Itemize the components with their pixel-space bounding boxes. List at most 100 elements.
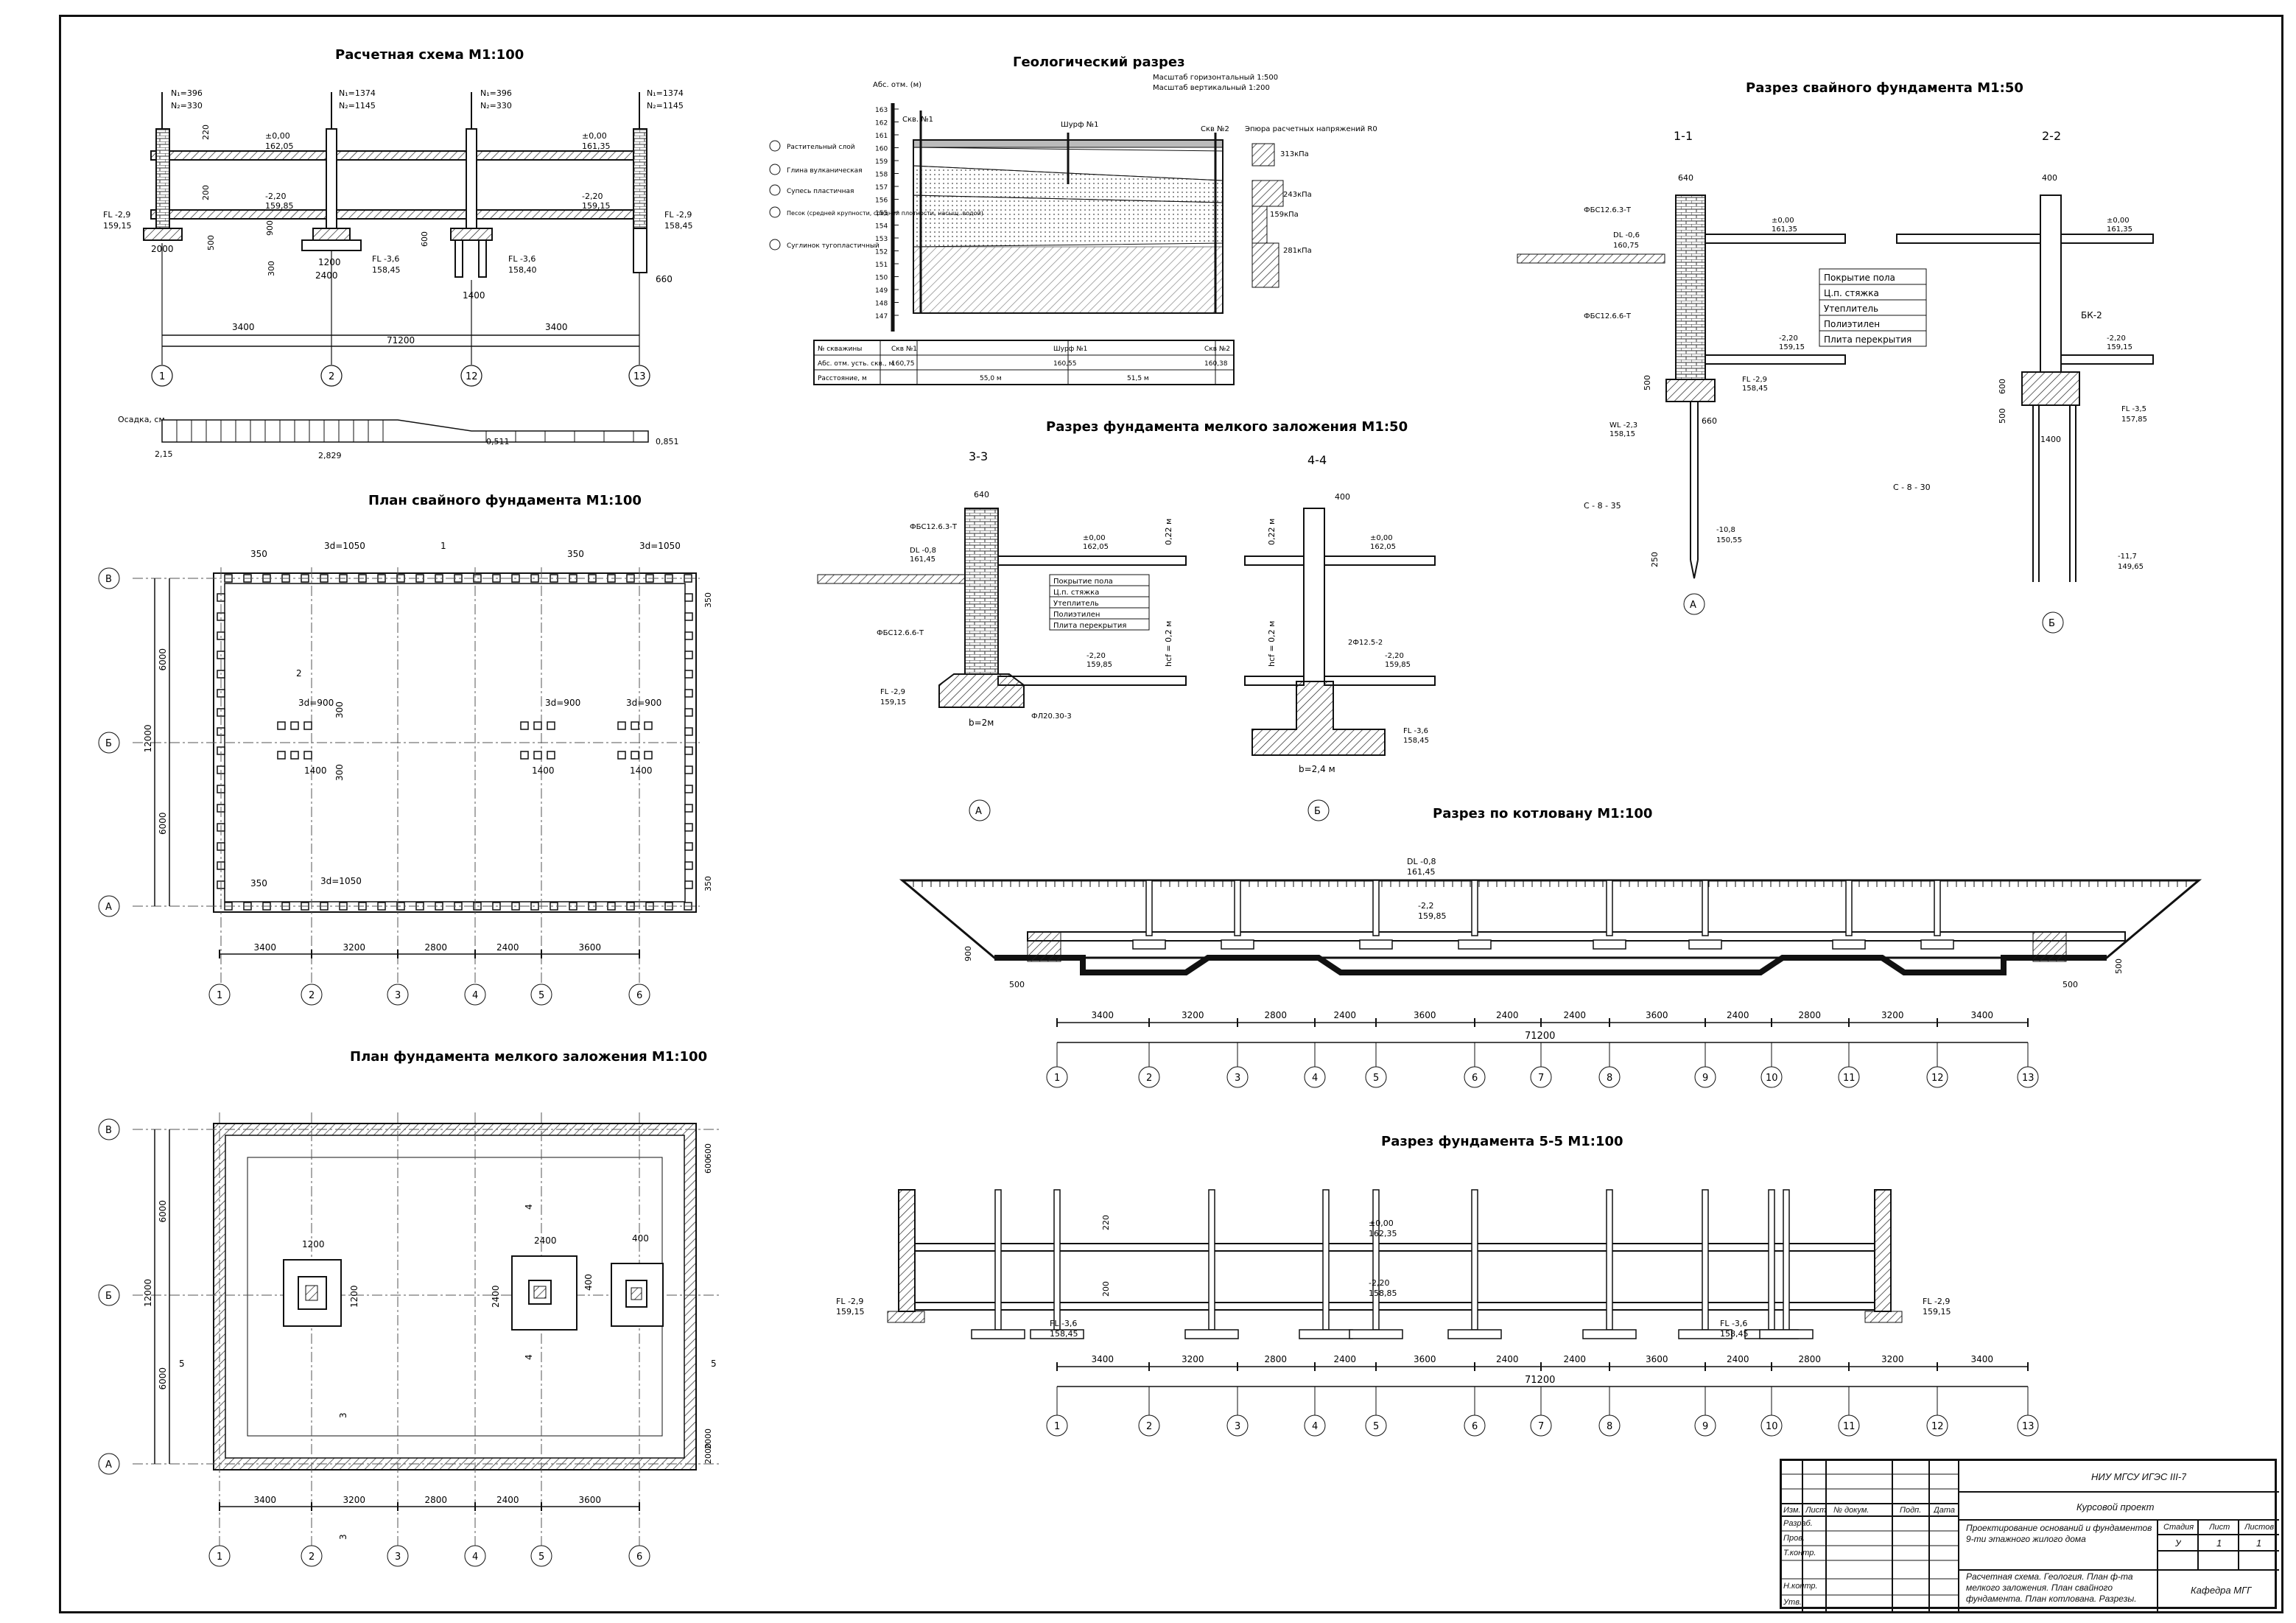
pile-11-label: ФБС12.6.6-Т [1584,312,1632,320]
axis-marker [208,1545,231,1567]
s55-pad [1447,1329,1502,1339]
dim-value: 2000 [703,1429,713,1449]
load-n1: N₁=1374 [647,88,684,98]
pile-marker [684,880,693,889]
pile-11-label: 640 [1678,173,1693,183]
dim-value: 3400 [254,1495,277,1505]
geo-table-cell: 160,55 [1053,360,1077,368]
axis-marker [98,567,120,589]
level-label: -2,20 [582,192,603,201]
dim-value: 12000 [143,1279,153,1307]
s55-column [1053,1189,1061,1331]
s55-column [994,1189,1002,1331]
dim: 900 [265,220,275,236]
axis-label: 6 [636,990,642,1001]
dim-value: 3400 [1092,1010,1114,1020]
geo-tick-label: 157 [875,184,888,192]
pile-11-label: -2,20 [1779,334,1798,343]
shallow-33-label: 162,05 [1083,543,1109,551]
axis-marker [98,895,120,917]
load-n2: N₂=330 [480,101,512,111]
stamp-stage-hdr: Стадия [2163,1523,2194,1532]
pile-22-label: БК-2 [2081,310,2102,320]
dim-value: 2800 [1799,1010,1822,1020]
pile-plan-title: План свайного фундамента М1:100 [368,493,642,508]
dim: 500 [206,235,216,250]
geo-r0-value: 243кПа [1283,191,1312,199]
pile-11-label: FL -2,9 [1742,376,1767,384]
section-55: Разрез фундамента 5-5 М1:100 220 ±0,00 1… [836,1134,2039,1437]
plan-note: 3d=1050 [320,876,362,886]
pile-marker [547,751,555,760]
axis-marker [464,984,486,1006]
axis-marker [1464,1066,1486,1088]
dim-value: 12000 [143,724,153,752]
plan-note: 300 [334,701,345,718]
axis-label: А [105,1459,112,1470]
axis-label: 9 [1702,1421,1708,1432]
level-label: 158,45 [664,221,693,231]
pit-label: 161,45 [1407,867,1436,877]
geo-tick-label: 161 [875,133,888,140]
shallow-33-label: ±0,00 [1083,534,1106,542]
axis-label: 1 [217,990,222,1001]
geo-scale: Масштаб горизонтальный 1:500 [1153,74,1278,82]
pile-marker [684,785,693,793]
floor-layer: Полиэтилен [1053,611,1100,619]
dim-value: 6000 [158,1367,168,1390]
plan-note: 3 [338,1412,348,1418]
stamp-role: Н.контр. [1783,1582,1818,1591]
stamp-role: Т.контр. [1783,1549,1816,1557]
axis-label: 10 [1766,1073,1778,1084]
axis-label: 5 [538,1552,544,1563]
pit-pad [1132,939,1166,950]
dim-value: 2400 [1727,1010,1749,1020]
dim: 1200 [318,257,341,267]
axis-label: 1 [217,1552,222,1563]
dim-value: 2800 [1799,1354,1822,1364]
geo-tick-label: 159 [875,158,888,166]
level-label: 158,40 [508,265,537,275]
dim: 1400 [463,290,485,301]
dim-value: 3600 [1646,1010,1668,1020]
axis-label: 6 [636,1552,642,1563]
load-n2: N₂=330 [171,101,203,111]
axis-marker [530,984,552,1006]
pile-marker [631,721,639,730]
pile-marker [644,721,653,730]
pile-marker [684,612,693,621]
pile-11-label: 160,75 [1613,242,1639,250]
plan-note: 1400 [304,765,327,776]
axis-marker: 13 [633,371,646,382]
settlement-label: Осадка, см [118,415,165,424]
pile-marker [644,751,653,760]
drawing-frame [59,15,2283,1613]
pile-marker [303,751,312,760]
stamp-hdr: Изм. [1783,1506,1801,1515]
axis-label: 1 [1054,1421,1060,1432]
pit-label: 159,85 [1418,911,1447,921]
pile-22-label: 400 [2042,173,2057,183]
axis-label: 10 [1766,1421,1778,1432]
axis-marker [1138,1415,1160,1437]
s55-pad [1582,1329,1637,1339]
axis-label: 5 [538,990,544,1001]
stamp-stage-val: У [2175,1538,2182,1549]
geo-legend-item: Песок (средней крупности, средней плотно… [787,210,983,217]
level-label: FL -2,9 [664,210,692,220]
plan-note: 3d=1050 [324,541,365,551]
plan-note: 350 [567,549,584,559]
stamp-hdr: № докум. [1833,1506,1870,1515]
plan-note: 2400 [491,1285,501,1308]
s55-column [1783,1189,1790,1331]
plan-note: 1400 [532,765,555,776]
axis-marker [1926,1415,1948,1437]
geo-well: Скв. №1 [902,116,933,124]
geo-r0-label: Эпюра расчетных напряжений R0 [1245,125,1377,133]
axis-label: Б [105,738,112,749]
plan-note: 3 [338,1534,348,1540]
s55-label: ±0,00 [1369,1219,1394,1228]
dim-value: 2400 [496,942,519,953]
stamp-stage-val: 1 [2216,1538,2222,1549]
title-block: НИУ МГСУ ИГЭС III-7 Курсовой проект Прое… [1780,1459,2279,1611]
